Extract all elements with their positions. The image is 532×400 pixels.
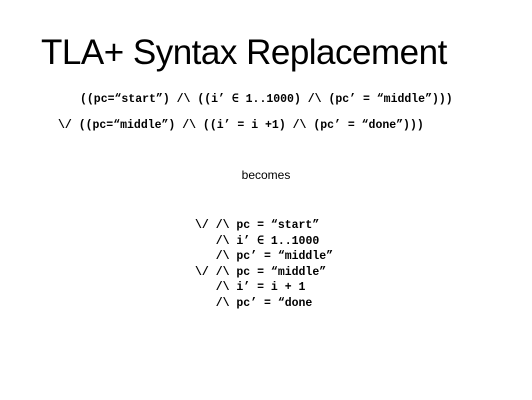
replacement-block: \/ /\ pc = “start” /\ i’ ∈ 1..1000 /\ pc… [195,218,333,311]
replacement-line-4: \/ /\ pc = “middle” [195,265,327,279]
original-expression-line-2: \/ ((pc=“middle”) /\ ((i’ = i +1) /\ (pc… [58,119,424,132]
replacement-line-5: /\ i’ = i + 1 [195,281,306,294]
replacement-line-1: \/ /\ pc = “start” [195,219,320,232]
slide-title: TLA+ Syntax Replacement [41,33,447,72]
replacement-line-3: /\ pc’ = “middle” [195,250,334,263]
original-expression-line-1: ((pc=“start”) /\ ((i’ ∈ 1..1000) /\ (pc’… [80,93,453,106]
replacement-line-6: /\ pc’ = “done [195,296,313,310]
becomes-label: becomes [241,168,291,182]
replacement-line-2: /\ i’ ∈ 1..1000 [195,234,320,248]
